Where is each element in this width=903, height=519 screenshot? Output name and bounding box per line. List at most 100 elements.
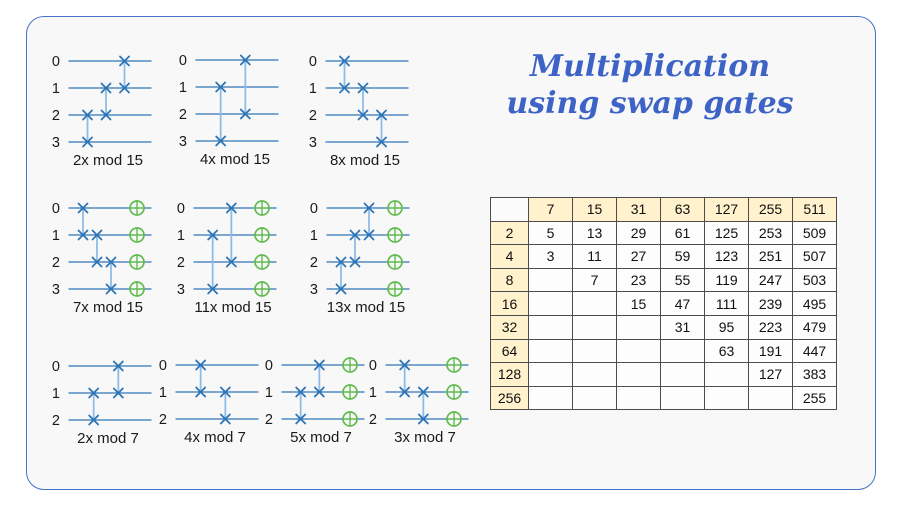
wire-label: 2 xyxy=(369,412,377,428)
table-cell xyxy=(748,385,793,411)
table-cell xyxy=(572,291,617,316)
not-gate-icon xyxy=(129,227,145,243)
wire-label: 0 xyxy=(159,358,167,374)
swap-x-icon xyxy=(357,109,369,121)
table-cell: 239 xyxy=(748,291,793,316)
table-cell: 61 xyxy=(660,220,705,246)
swap-x-icon xyxy=(295,386,307,398)
wire-label: 2 xyxy=(177,255,185,271)
wire-label: 3 xyxy=(177,282,185,298)
table-cell: 63 xyxy=(704,338,749,364)
table-cell: 247 xyxy=(748,267,793,293)
not-gate-icon xyxy=(254,227,270,243)
table-cell xyxy=(704,362,749,387)
title-line-2: using swap gates xyxy=(506,86,794,121)
wire-label: 3 xyxy=(309,135,317,151)
not-gate-icon xyxy=(387,227,403,243)
table-row-header: 16 xyxy=(490,291,529,316)
swap-x-icon xyxy=(91,229,103,241)
wire-label: 0 xyxy=(52,359,60,375)
wire-label: 3 xyxy=(310,282,318,298)
circuit-caption: 8x mod 15 xyxy=(329,152,401,169)
not-gate-icon xyxy=(387,281,403,297)
swap-x-icon xyxy=(376,109,387,121)
table-cell: 127 xyxy=(748,362,793,387)
table-cell: 11 xyxy=(572,244,617,269)
table-cell: 223 xyxy=(748,314,793,340)
not-gate-icon xyxy=(342,384,358,400)
not-gate-icon xyxy=(129,281,145,297)
table-cell: 15 xyxy=(616,291,661,316)
table-cell: 95 xyxy=(704,314,749,340)
swap-x-icon xyxy=(225,202,237,214)
wire-label: 0 xyxy=(177,201,185,217)
table-cell xyxy=(616,338,661,364)
table-cell xyxy=(616,314,661,340)
swap-x-icon xyxy=(376,136,387,148)
table-cell xyxy=(528,338,573,364)
not-gate-icon xyxy=(254,254,270,270)
table-corner-cell xyxy=(490,197,529,222)
table-cell: 5 xyxy=(528,220,573,246)
table-cell xyxy=(528,267,573,293)
wire-label: 2 xyxy=(52,413,60,429)
circuit-diagram: 0 1 2 xyxy=(159,358,259,428)
table-cell xyxy=(704,385,749,411)
swap-x-icon xyxy=(195,386,207,398)
circuit-11x-mod-15: 0 1 2 3 11x mod 15 xyxy=(170,197,282,316)
swap-x-icon xyxy=(77,229,89,241)
wire-label: 0 xyxy=(52,54,60,70)
table-col-header: 63 xyxy=(660,197,705,222)
swap-x-icon xyxy=(219,386,231,398)
table-cell: 123 xyxy=(704,244,749,269)
table-row-header: 8 xyxy=(490,267,529,293)
swap-x-icon xyxy=(239,54,251,66)
wire-label: 3 xyxy=(179,134,187,150)
wire-label: 1 xyxy=(159,385,167,401)
swap-x-icon xyxy=(195,359,207,371)
table-cell xyxy=(572,314,617,340)
table-cell: 125 xyxy=(704,220,749,246)
not-gate-icon xyxy=(254,200,270,216)
swap-x-icon xyxy=(105,283,117,295)
wire-label: 2 xyxy=(179,107,187,123)
wire-label: 3 xyxy=(52,282,60,298)
table-col-header: 511 xyxy=(792,197,837,222)
table-col-header: 31 xyxy=(616,197,661,222)
table-cell xyxy=(616,362,661,387)
circuit-caption: 11x mod 15 xyxy=(194,299,272,316)
wire-label: 2 xyxy=(159,412,167,428)
table-row-header: 64 xyxy=(490,338,529,364)
circuit-caption: 4x mod 7 xyxy=(184,429,246,446)
circuit-caption: 7x mod 15 xyxy=(72,299,144,316)
swap-x-icon xyxy=(112,360,124,372)
table-cell: 47 xyxy=(660,291,705,316)
wire-label: 2 xyxy=(309,108,317,124)
table-cell xyxy=(572,385,617,411)
not-gate-icon xyxy=(342,357,358,373)
circuit-caption: 13x mod 15 xyxy=(326,299,406,316)
wire-label: 0 xyxy=(52,201,60,217)
not-gate-icon xyxy=(446,384,462,400)
title-line-1: Multiplication xyxy=(529,49,771,84)
wire-label: 1 xyxy=(179,80,187,96)
table-row-header: 4 xyxy=(490,244,529,269)
circuit-caption: 3x mod 7 xyxy=(394,429,456,446)
not-gate-icon xyxy=(446,411,462,427)
circuit-caption: 2x mod 15 xyxy=(72,152,144,169)
circuit-caption: 5x mod 7 xyxy=(290,429,352,446)
wire-label: 1 xyxy=(177,228,185,244)
wire-label: 1 xyxy=(52,228,60,244)
swap-x-icon xyxy=(349,229,361,241)
